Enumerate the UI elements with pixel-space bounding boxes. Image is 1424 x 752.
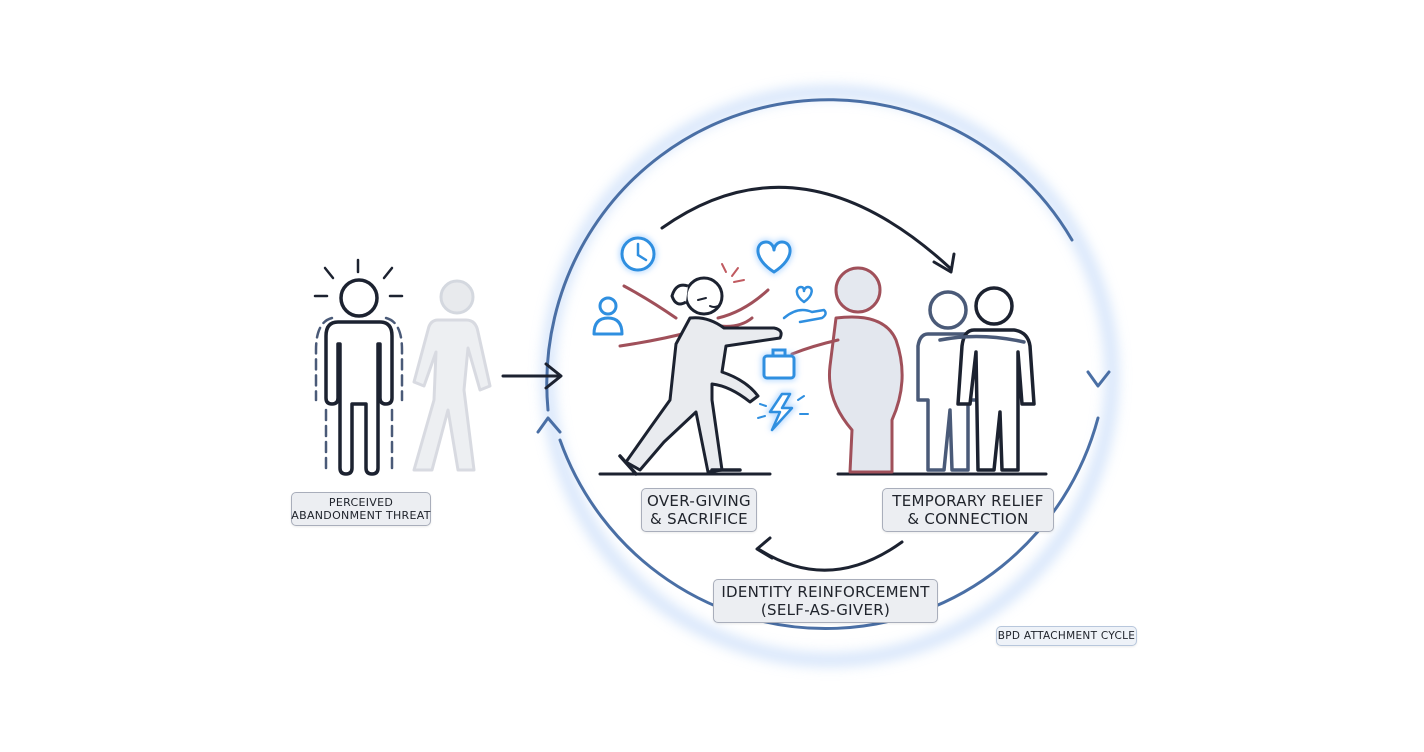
inner-arrow-top-head [932,252,956,274]
label-over-giving-sacrifice: OVER-GIVING & SACRIFICE [641,488,757,532]
label-line: ABANDONMENT THREAT [291,509,431,522]
label-line: & CONNECTION [907,510,1029,528]
label-line: & SACRIFICE [650,510,748,528]
label-line: OVER-GIVING [647,492,751,510]
inner-arrow-bottom [758,540,904,572]
clock-icon [619,235,657,273]
label-line: BPD ATTACHMENT CYCLE [997,630,1136,642]
ring-arrowhead-right [1086,370,1111,388]
label-line: IDENTITY REINFORCEMENT [721,583,930,601]
heart-icon [755,238,793,276]
briefcase-icon [761,348,797,381]
helping-hand-heart-icon [782,285,827,324]
ring-arrowhead-left [536,416,562,434]
label-line: (SELF-AS-GIVER) [760,601,891,619]
label-identity-reinforcement: IDENTITY REINFORCEMENT (SELF-AS-GIVER) [713,579,938,623]
connected-couple-figures [916,286,1036,472]
label-line: TEMPORARY RELIEF [892,492,1044,510]
lightning-icon [757,391,809,433]
over-giving-person-figure [618,263,783,476]
label-bpd-attachment-cycle: BPD ATTACHMENT CYCLE [996,626,1137,646]
inner-arrow-bottom-head [755,536,774,560]
label-temporary-relief-connection: TEMPORARY RELIEF & CONNECTION [882,488,1054,532]
departing-person-figure [412,279,492,472]
label-line: PERCEIVED [328,496,394,509]
anxious-person-figure [313,258,404,476]
person-icon [592,296,624,336]
inner-arrow-top [660,185,952,270]
partner-figure [790,266,904,474]
label-perceived-abandonment-threat: PERCEIVED ABANDONMENT THREAT [291,492,431,526]
entry-arrow [501,362,563,390]
